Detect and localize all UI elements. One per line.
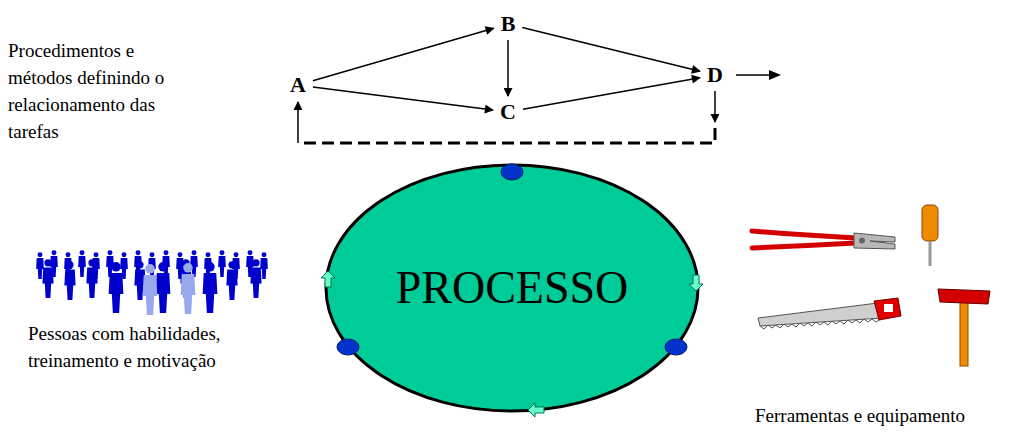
pliers-handle (752, 243, 856, 248)
screwdriver-shaft (929, 241, 932, 266)
saw-icon (758, 298, 901, 329)
person-figure (181, 263, 196, 314)
saw-handle-grip (884, 304, 893, 312)
task-node: C (496, 99, 520, 125)
crowd-figure (143, 263, 196, 315)
output-arrow (736, 70, 781, 80)
feedback-arrow (714, 91, 716, 122)
process-title: PROCESSO (396, 265, 629, 311)
task-letter: B (501, 11, 516, 36)
flow-arrow (313, 28, 494, 80)
cycle-arrow (321, 271, 335, 287)
task-node: A (286, 72, 310, 98)
task-letter: D (707, 62, 723, 87)
saw-blade (758, 303, 882, 326)
feedback-arrow (297, 102, 299, 143)
person-figure (203, 262, 218, 313)
person-figure (42, 259, 53, 298)
person-figure (64, 261, 75, 300)
process-ellipse-shape (326, 165, 698, 411)
task-letter: C (500, 99, 516, 124)
pliers-handle (752, 231, 856, 238)
person-figure (86, 259, 97, 298)
person-figure (78, 250, 86, 277)
person-figure (109, 262, 124, 313)
output-arrow-head (769, 70, 781, 80)
annotation-label: Pessoas com habilidades, treinamento e m… (28, 320, 260, 374)
person-figure (190, 250, 198, 277)
cycle-arrow (528, 403, 544, 417)
person-figure (250, 259, 261, 298)
saw-handle (874, 298, 901, 320)
connector (522, 28, 700, 72)
hammer-head (938, 289, 990, 304)
process-ellipse: PROCESSO (324, 163, 700, 413)
saw-teeth (760, 318, 882, 329)
cycle-arrow (689, 275, 703, 291)
pliers-jaw (854, 233, 895, 249)
cycle-dot (501, 164, 523, 180)
flow-arrow (523, 78, 700, 110)
flow-arrow (522, 28, 700, 72)
hammer-handle (960, 300, 968, 366)
annotation-label: Procedimentos e métodos definindo o rela… (8, 37, 190, 145)
person-figure (260, 252, 268, 279)
connector (298, 91, 715, 143)
person-figure (226, 261, 237, 300)
connector (313, 28, 494, 80)
screwdriver-handle (922, 205, 938, 241)
flow-arrow (313, 87, 493, 110)
connector (313, 87, 493, 110)
person-figure (143, 264, 158, 315)
pliers-pivot (859, 238, 865, 244)
cycle-dot (337, 339, 359, 355)
feedback-dashed-line (298, 128, 715, 143)
output-arrow-line (736, 74, 770, 76)
connector (508, 40, 509, 96)
screwdriver-icon (922, 205, 938, 266)
connector (523, 78, 700, 110)
pliers-icon (752, 231, 895, 249)
person-figure (36, 252, 44, 279)
task-node: B (497, 11, 520, 37)
person-figure (218, 250, 226, 277)
task-node: D (703, 62, 727, 88)
hammer-icon (938, 289, 990, 366)
task-letter: A (290, 72, 306, 97)
cycle-dot (665, 339, 687, 355)
person-figure (156, 262, 171, 313)
annotation-label: Ferramentas e equipamento (755, 402, 965, 429)
flow-arrow (507, 40, 509, 96)
